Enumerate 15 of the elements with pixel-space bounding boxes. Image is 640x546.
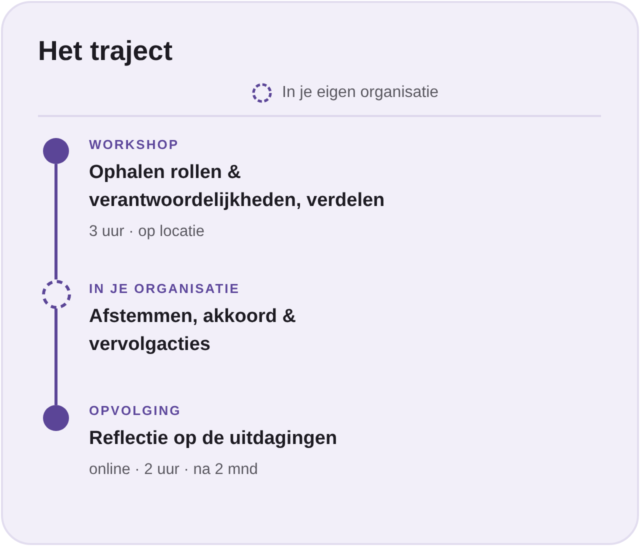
step-title: Ophalen rollen & verantwoordelijkheden, verdelen: [89, 161, 386, 213]
timeline-dot: [43, 405, 69, 431]
step-details: 3 uur · op locatie: [89, 222, 204, 242]
heading: Het traject: [38, 35, 172, 67]
step-title: Reflectie op de uitdagingen: [89, 427, 338, 451]
dashed-timeline-ring: [42, 280, 70, 308]
timeline-line: [54, 308, 58, 405]
timeline-line: [54, 164, 58, 280]
step-category: OPVOLGING: [89, 402, 182, 420]
step-category: IN JE ORGANISATIE: [89, 280, 240, 298]
step-category: WORKSHOP: [89, 136, 179, 154]
step-title: Afstemmen, akkoord & vervolgacties: [89, 305, 297, 357]
step-details: online · 2 uur · na 2 mnd: [89, 460, 258, 480]
legend-label: In je eigen organisatie: [282, 83, 439, 103]
timeline-dot: [43, 138, 69, 164]
